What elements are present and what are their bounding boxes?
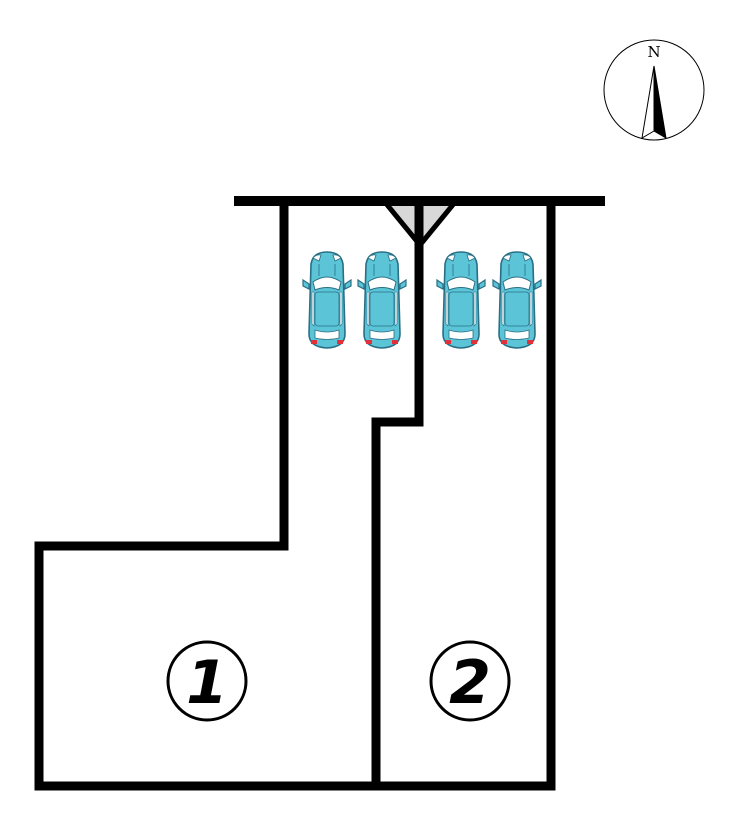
lot-2-label-circle [429,640,511,722]
lot-2-label: 2 [429,640,511,722]
lot-2-number: 2 [449,648,491,718]
car-top-view-icon [436,251,486,349]
lot-1-number: 1 [186,648,228,718]
lot-1-boundary [34,201,424,791]
car-top-view-icon [302,251,352,349]
lot-1-label-circle [166,640,248,722]
compass: N [603,39,705,141]
car-top-view-icon [492,251,542,349]
compass-north-letter: N [647,43,660,61]
lot-2-boundary [376,201,556,791]
lot-1-label: 1 [166,640,248,722]
car-top-view-icon [357,251,407,349]
north-arrow-icon [641,65,667,139]
